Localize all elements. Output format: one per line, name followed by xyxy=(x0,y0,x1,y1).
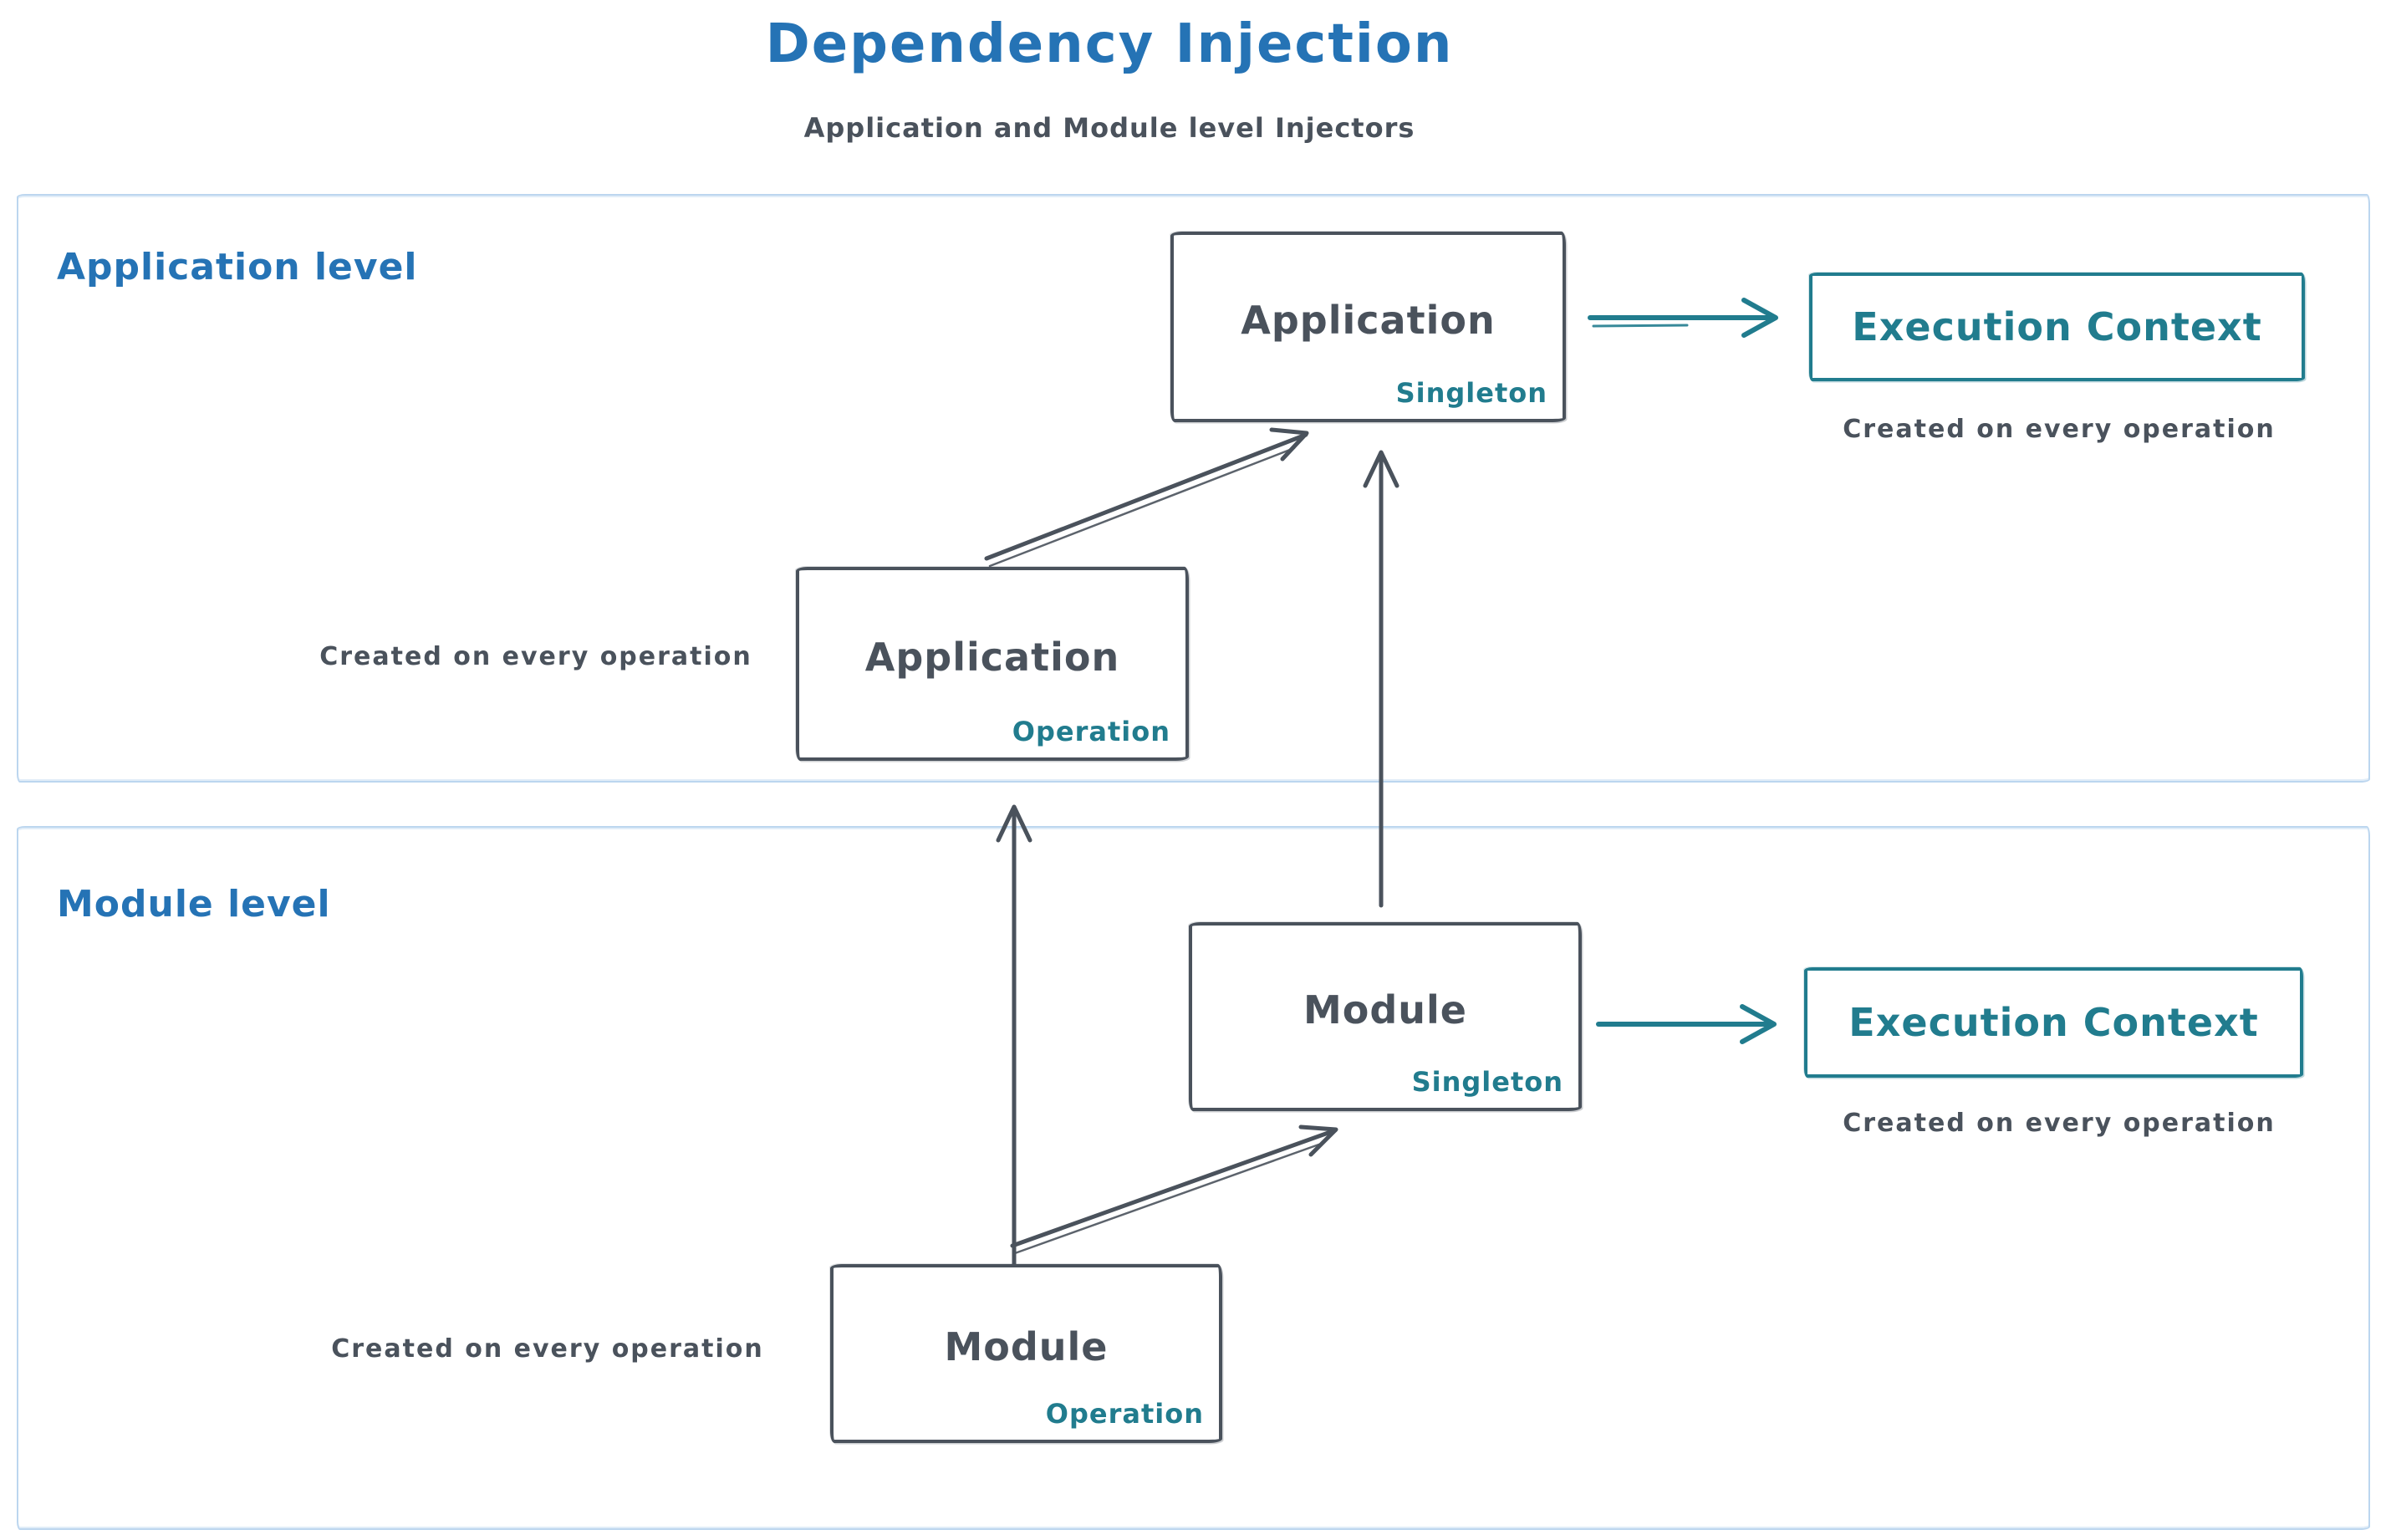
execution-context-label-module: Execution Context xyxy=(1848,1000,2259,1045)
application-level-label: Application level xyxy=(57,246,418,288)
execution-context-label-application: Execution Context xyxy=(1852,304,2262,349)
caption-module-operation: Created on every operation xyxy=(331,1334,764,1364)
diagram-title: Dependency Injection xyxy=(765,13,1454,75)
module-singleton-scope: Singleton xyxy=(1411,1066,1563,1098)
module-operation-scope: Operation xyxy=(1045,1398,1204,1430)
execution-context-box-application: Execution Context xyxy=(1809,273,2305,381)
module-operation-box: Module Operation xyxy=(830,1264,1222,1443)
diagram-subtitle: Application and Module level Injectors xyxy=(803,112,1415,144)
module-singleton-box: Module Singleton xyxy=(1189,922,1582,1111)
caption-execution-context-application: Created on every operation xyxy=(1843,415,2276,444)
module-level-label: Module level xyxy=(57,883,331,926)
module-operation-title: Module xyxy=(944,1324,1109,1369)
application-operation-box: Application Operation xyxy=(796,567,1189,761)
application-level-section xyxy=(17,194,2370,783)
application-operation-title: Application xyxy=(864,635,1120,680)
caption-execution-context-module: Created on every operation xyxy=(1843,1109,2276,1138)
application-singleton-title: Application xyxy=(1241,298,1496,343)
application-singleton-box: Application Singleton xyxy=(1170,232,1566,422)
caption-application-operation: Created on every operation xyxy=(319,642,752,671)
module-singleton-title: Module xyxy=(1303,987,1468,1033)
execution-context-box-module: Execution Context xyxy=(1804,967,2303,1078)
module-level-section xyxy=(17,826,2370,1530)
application-singleton-scope: Singleton xyxy=(1395,377,1547,409)
application-operation-scope: Operation xyxy=(1012,716,1170,747)
